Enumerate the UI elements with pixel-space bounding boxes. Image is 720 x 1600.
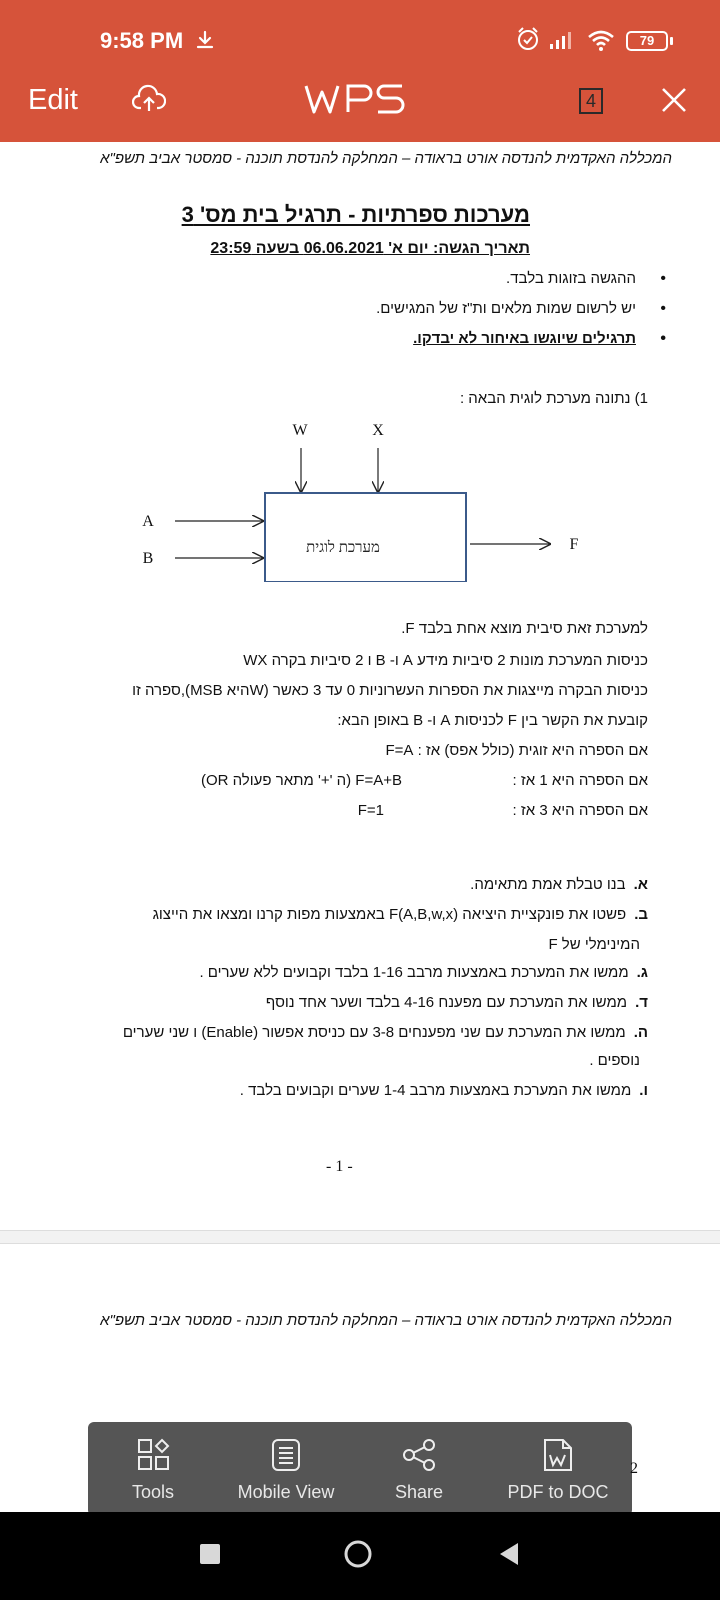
logic-box <box>264 492 467 582</box>
sub-question-letter: א. <box>633 876 648 893</box>
wifi-icon <box>588 30 614 51</box>
sub-question-text: נוספים . <box>589 1052 640 1069</box>
mobile-view-icon <box>272 1439 300 1471</box>
share-button[interactable]: Share <box>354 1422 484 1516</box>
sub-question-text: ממשו את המערכת באמצעות מרבב 1-16 בלבד וק… <box>199 964 629 981</box>
sub-question-letter: ה. <box>633 1024 648 1041</box>
sub-question-letter: ג. <box>636 964 648 981</box>
sub-question-text: המינימלי של F <box>548 936 640 953</box>
bullet-item: ההגשה בזוגות בלבד. <box>506 270 666 288</box>
document-header: המכללה האקדמית להנדסה אורט בראודה – המחל… <box>100 150 672 167</box>
sub-question: א. בנו טבלת אמת מתאימה. <box>470 876 648 893</box>
close-icon[interactable] <box>660 86 688 114</box>
input-b-label: B <box>143 550 154 567</box>
cloud-upload-icon[interactable] <box>132 84 166 114</box>
next-page-number-peek: 2 <box>630 1460 638 1477</box>
sub-question-letter: ד. <box>635 994 648 1011</box>
mobile-view-button[interactable]: Mobile View <box>218 1422 354 1516</box>
download-icon <box>196 30 214 49</box>
body-line: קובעת את הקשר בין F לכניסות A ו- B באופן… <box>337 712 648 729</box>
tools-label: Tools <box>131 1482 175 1502</box>
home-button[interactable] <box>342 1538 374 1570</box>
deadline: תאריך הגשה: יום א' 06.06.2021 בשעה 23:59 <box>210 240 530 257</box>
question-intro: 1) נתונה מערכת לוגית הבאה : <box>459 390 648 407</box>
sub-question: המינימלי של F <box>548 936 648 953</box>
top-app-bar: 9:58 PM 79 Edit 4 <box>0 0 720 142</box>
page-separator <box>0 1230 720 1244</box>
body-line: למערכת זאת סיבית מוצא אחת בלבד F. <box>401 620 648 637</box>
back-button[interactable] <box>496 1540 522 1568</box>
pdf-to-doc-label: PDF to DOC <box>507 1482 609 1502</box>
page-count-button[interactable]: 4 <box>579 88 603 114</box>
document-title: מערכות ספרתיות - תרגיל בית מס' 3 <box>181 202 530 227</box>
logic-system-diagram: W X מערכת לוגית A B F <box>142 422 579 582</box>
sub-question: ה. ממשו את המערכת עם שני מפענחים 3-8 עם כ… <box>123 1024 648 1041</box>
sub-question: נוספים . <box>589 1052 648 1069</box>
sub-question: ב. פשטו את פונקציית היציאה F(A,B,w,x) באמ… <box>153 906 648 923</box>
logic-box-label: מערכת לוגית <box>306 539 380 556</box>
body-line: אם הספרה היא זוגית (כולל אפס) אז : F=A <box>385 742 648 759</box>
sub-question: ג. ממשו את המערכת באמצעות מרבב 1-16 בלבד … <box>199 964 648 981</box>
tools-icon <box>138 1438 170 1470</box>
body-line: כניסות המערכת מונות 2 סיביות מידע A ו- B… <box>243 652 648 669</box>
sub-question: ד. ממשו את המערכת עם מפענח 4-16 בלבד ושער… <box>266 994 648 1011</box>
mobile-view-label: Mobile View <box>237 1482 335 1502</box>
share-label: Share <box>394 1482 444 1502</box>
body-line: כניסות הבקרה מייצגות את הספרות העשרוניות… <box>132 682 648 699</box>
bullet-item: תרגילים שיוגשו באיחור לא יבדקו. <box>413 330 666 348</box>
sub-question: ו. ממשו את המערכת באמצעות מרבב 1-4 שערים … <box>240 1082 648 1099</box>
bottom-toolbar: Tools Mobile View Share PDF to DOC <box>88 1422 632 1516</box>
system-navigation-bar <box>0 1512 720 1600</box>
sub-question-letter: ו. <box>639 1082 648 1099</box>
pdf-to-doc-icon <box>544 1439 572 1471</box>
battery-indicator: 79 <box>626 31 668 51</box>
document-page: המכללה האקדמית להנדסה אורט בראודה – המחל… <box>0 142 720 1512</box>
edit-button[interactable]: Edit <box>28 84 78 116</box>
status-time: 9:58 PM <box>100 28 184 53</box>
signal-icon <box>550 32 571 49</box>
battery-tip <box>670 37 673 45</box>
output-f-label: F <box>570 536 579 553</box>
sub-question-text: ממשו את המערכת עם שני מפענחים 3-8 עם כני… <box>122 1024 626 1041</box>
body-line: אם הספרה היא 1 אז : <box>512 772 648 789</box>
page-number: - 1 - <box>326 1158 353 1175</box>
sub-question-text: בנו טבלת אמת מתאימה. <box>470 876 626 893</box>
sub-question-text: ממשו את המערכת עם מפענח 4-16 בלבד ושער א… <box>265 994 628 1011</box>
next-page-header: המכללה האקדמית להנדסה אורט בראודה – המחל… <box>100 1312 672 1329</box>
rule-3: F=1 <box>357 802 384 819</box>
sub-question-text: פשטו את פונקציית היציאה F(A,B,w,x) באמצע… <box>152 906 627 923</box>
rule-1: F=A+B (ה '+' מתאר פעולה OR) <box>200 772 402 789</box>
input-w-label: W <box>292 422 308 439</box>
sub-question-letter: ב. <box>634 906 648 923</box>
tools-button[interactable]: Tools <box>88 1422 218 1516</box>
recents-button[interactable] <box>200 1544 220 1564</box>
input-a-label: A <box>142 513 154 530</box>
pdf-to-doc-button[interactable]: PDF to DOC <box>484 1422 632 1516</box>
alarm-icon <box>518 27 538 50</box>
wps-logo <box>304 84 405 114</box>
input-x-label: X <box>372 422 384 439</box>
sub-question-text: ממשו את המערכת באמצעות מרבב 1-4 שערים וק… <box>239 1082 632 1099</box>
bullet-item: יש לרשום שמות מלאים ות"ז של המגישים. <box>376 300 666 318</box>
body-line: אם הספרה היא 3 אז : <box>512 802 648 819</box>
share-icon <box>403 1439 435 1471</box>
